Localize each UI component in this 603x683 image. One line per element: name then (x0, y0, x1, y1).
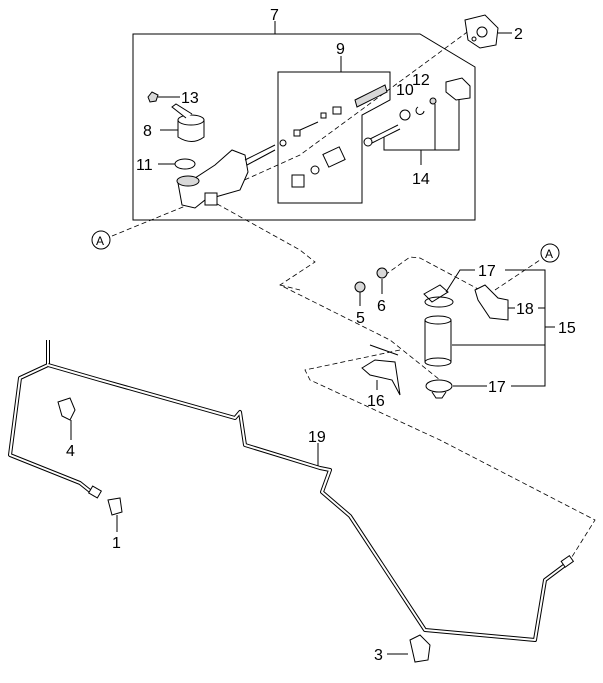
callout-15: 15 (558, 320, 576, 337)
callout-17-top: 17 (478, 263, 496, 280)
part-11-o-ring (158, 158, 196, 170)
callout-3: 3 (374, 647, 383, 664)
assembly-7-box (132, 21, 476, 221)
part-1-clip (107, 497, 123, 532)
callout-8: 8 (143, 123, 152, 140)
part-8-reservoir-cap (160, 103, 205, 142)
callout-4: 4 (66, 443, 75, 460)
part-2-gasket (464, 14, 512, 49)
callout-6: 6 (377, 298, 386, 315)
reference-a-left-circle (91, 230, 111, 250)
part-13-clip (147, 91, 180, 103)
part-5-nut (354, 281, 366, 306)
part-4-clip (57, 397, 76, 440)
callout-13: 13 (181, 90, 199, 107)
part-3-clip (387, 634, 431, 663)
callout-labels: 7 2 9 13 10 12 8 11 14 A A 17 5 6 18 15 … (66, 7, 576, 664)
callout-14: 14 (412, 171, 430, 188)
callout-7: 7 (270, 7, 279, 24)
callout-9: 9 (336, 41, 345, 58)
part-14-bolt-set (363, 77, 471, 165)
part-15-slave-assembly (423, 269, 555, 399)
part-9-internals (279, 84, 388, 188)
callout-18: 18 (516, 301, 534, 318)
master-cylinder (176, 144, 276, 209)
callout-19: 19 (308, 429, 326, 446)
reference-a-right-circle (540, 243, 560, 263)
assembly-9-box (277, 56, 391, 204)
callout-10: 10 (396, 82, 414, 99)
part-19-tube (8, 340, 575, 642)
part-6-nut (376, 267, 388, 294)
callout-a-left: A (96, 234, 104, 248)
callout-5: 5 (356, 310, 365, 327)
callout-17-bottom: 17 (488, 379, 506, 396)
callout-12: 12 (412, 72, 430, 89)
callout-11: 11 (136, 157, 153, 174)
callout-a-right: A (545, 247, 553, 261)
callout-1: 1 (112, 535, 121, 552)
part-16-bracket (361, 344, 401, 396)
callout-2: 2 (514, 26, 523, 43)
callout-16: 16 (367, 393, 385, 410)
